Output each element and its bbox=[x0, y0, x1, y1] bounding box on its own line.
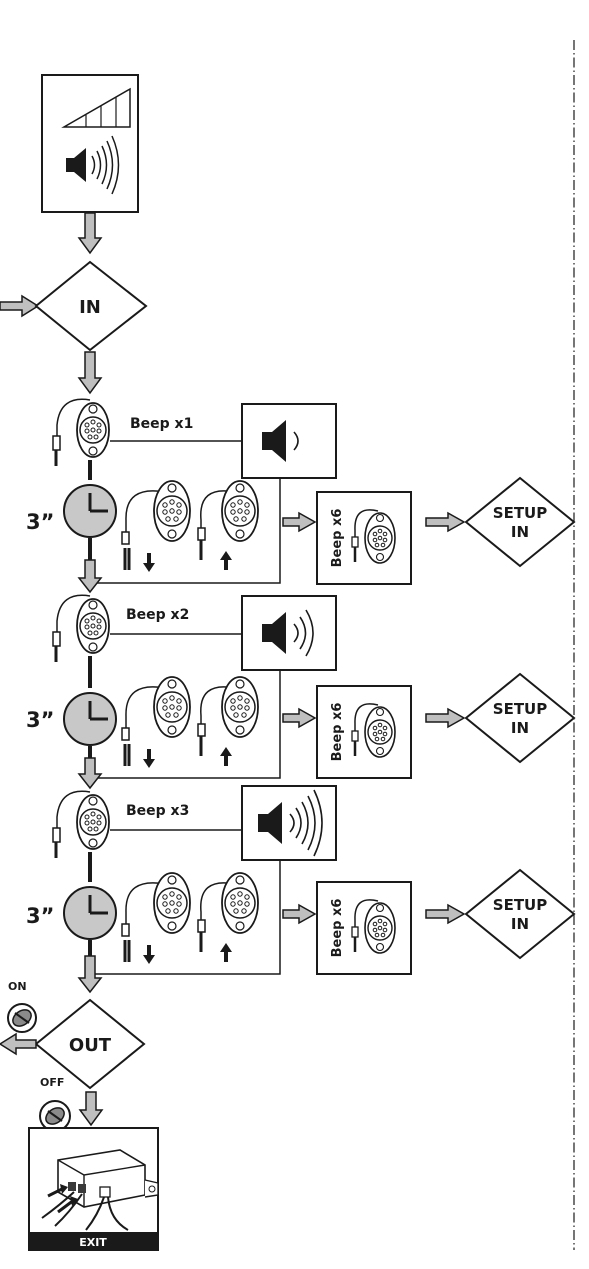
sensor-icon bbox=[351, 509, 396, 564]
arrow-down bbox=[77, 212, 103, 255]
exit-box: EXIT bbox=[28, 1127, 159, 1251]
delay-label: 3” bbox=[26, 904, 54, 928]
setup-label: SETUP bbox=[493, 504, 547, 522]
exit-bar bbox=[29, 1232, 158, 1250]
off-label: OFF bbox=[40, 1076, 64, 1089]
delay-label: 3” bbox=[26, 510, 54, 534]
speaker-box bbox=[241, 785, 337, 861]
clock-icon bbox=[63, 692, 117, 746]
volume-box bbox=[41, 74, 139, 213]
sensor-icon bbox=[351, 703, 396, 758]
sensor-icon bbox=[351, 899, 396, 954]
setup-in-label: IN bbox=[511, 719, 529, 737]
speaker-icon bbox=[258, 789, 323, 857]
key-fob-on-icon bbox=[7, 1003, 37, 1033]
setup-in-diamond: SETUP IN bbox=[464, 476, 576, 568]
in-diamond: IN bbox=[34, 260, 148, 352]
speaker-box bbox=[241, 595, 337, 671]
beep-x6-box bbox=[316, 881, 412, 975]
speaker-box bbox=[241, 403, 337, 479]
beep-x6-label: Beep x6 bbox=[330, 899, 345, 958]
in-label: IN bbox=[79, 297, 101, 318]
sensor-icon bbox=[52, 398, 110, 466]
arrow-right bbox=[282, 707, 317, 729]
step-1: Beep x1 3” bbox=[26, 398, 576, 594]
exit-label: EXIT bbox=[79, 1236, 107, 1249]
clock-icon bbox=[63, 484, 117, 538]
clock-icon bbox=[63, 886, 117, 940]
delay-label: 3” bbox=[26, 708, 54, 732]
arrow-right bbox=[425, 511, 466, 533]
control-unit-icon bbox=[41, 1149, 159, 1231]
on-label: ON bbox=[8, 980, 27, 993]
beep-x6-label: Beep x6 bbox=[330, 703, 345, 762]
connect-disconnect-icons bbox=[121, 480, 259, 572]
arrow-entry-right bbox=[0, 294, 40, 318]
key-fob-off-icon bbox=[39, 1100, 71, 1132]
arrow-down bbox=[77, 559, 103, 594]
arrow-down bbox=[77, 757, 103, 790]
beep-x6-label: Beep x6 bbox=[330, 509, 345, 568]
sensor-icon bbox=[52, 790, 110, 858]
arrow-right bbox=[282, 903, 317, 925]
setup-in-label: IN bbox=[511, 915, 529, 933]
arrow-right bbox=[282, 511, 317, 533]
setup-in-diamond: SETUP IN bbox=[464, 672, 576, 764]
arrow-right bbox=[425, 707, 466, 729]
beep-label: Beep x2 bbox=[126, 607, 189, 623]
setup-label: SETUP bbox=[493, 700, 547, 718]
speaker-icon bbox=[262, 420, 299, 462]
arrow-down bbox=[77, 955, 103, 994]
speaker-icon bbox=[66, 135, 120, 195]
step-3: Beep x3 3” bbox=[26, 785, 576, 994]
step-2: Beep x2 3” bbox=[26, 594, 576, 790]
setup-label: SETUP bbox=[493, 896, 547, 914]
out-label: OUT bbox=[69, 1035, 112, 1056]
setup-in-diamond: SETUP IN bbox=[464, 868, 576, 960]
arrow-down bbox=[77, 351, 103, 395]
arrow-down bbox=[78, 1091, 104, 1127]
beep-label: Beep x3 bbox=[126, 803, 189, 819]
sensor-icon bbox=[52, 594, 110, 662]
setup-in-label: IN bbox=[511, 523, 529, 541]
beep-label: Beep x1 bbox=[130, 416, 193, 432]
volume-ramp-icon bbox=[61, 87, 131, 128]
connect-disconnect-icons bbox=[121, 872, 259, 964]
out-diamond: OUT bbox=[34, 998, 146, 1090]
arrow-exit-left bbox=[0, 1032, 37, 1056]
connect-disconnect-icons bbox=[121, 676, 259, 768]
arrow-right bbox=[425, 903, 466, 925]
speaker-icon bbox=[262, 609, 314, 657]
